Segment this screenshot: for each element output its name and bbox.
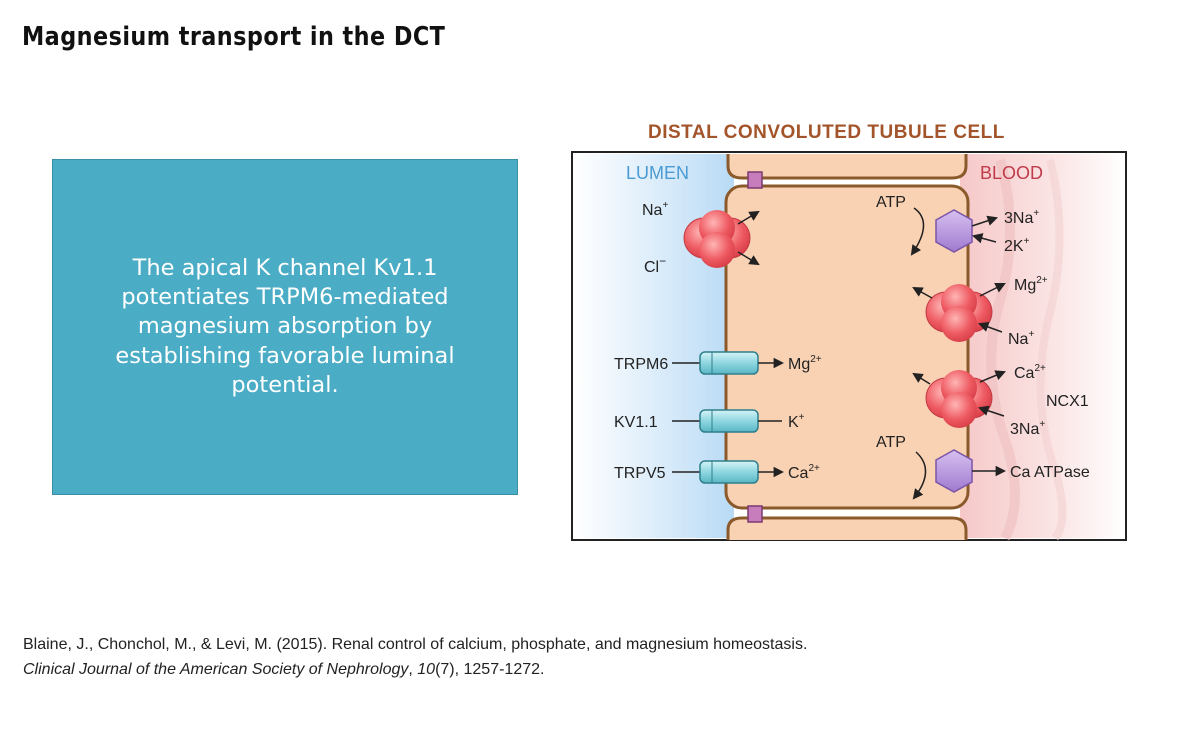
- tight-junction-bottom: [747, 505, 763, 523]
- dct-cell-body: [724, 184, 970, 510]
- channel-row-trpv5: TRPV5 Ca2+: [614, 460, 820, 484]
- blood-label: BLOOD: [980, 163, 1043, 183]
- ca-out-arrow: [979, 370, 1006, 383]
- channel-label: TRPV5: [614, 465, 666, 482]
- atp-top-arrow: [910, 207, 925, 256]
- figure-title: DISTAL CONVOLUTED TUBULE CELL: [648, 122, 1005, 143]
- ncc-cotransporter: [683, 210, 751, 268]
- na-label: Na+: [642, 200, 668, 219]
- na-out-label: 3Na+: [1004, 208, 1039, 227]
- atp-bottom-label: ATP: [876, 434, 906, 451]
- ca-out-label: Ca2+: [1014, 363, 1046, 382]
- summary-text: The apical K channel Kv1.1 potentiates T…: [115, 254, 455, 398]
- tight-junction-top: [747, 171, 763, 189]
- citation-volume: 10: [417, 661, 436, 678]
- channel-row-kv11: KV1.1 K+: [614, 409, 805, 433]
- citation-line-2: Clinical Journal of the American Society…: [23, 661, 545, 678]
- na-in-arrow: [978, 321, 1003, 333]
- mg-out-label: Mg2+: [1014, 275, 1048, 294]
- na-out-arrow: [971, 215, 998, 227]
- citation-line-1: Blaine, J., Chonchol, M., & Levi, M. (20…: [23, 636, 808, 653]
- channel-cylinder: [699, 460, 759, 484]
- ncx-na-arrow: [978, 405, 1005, 417]
- citation-journal: Clinical Journal of the American Society…: [23, 661, 409, 678]
- k-in-arrow: [971, 233, 997, 244]
- cl-arrow: [737, 251, 760, 266]
- channel-ion-label: Ca2+: [788, 463, 820, 482]
- lumen-label: LUMEN: [626, 163, 689, 183]
- ncx1-exchanger: [925, 370, 993, 428]
- neighbor-cell-top: [726, 154, 968, 180]
- mg-out-arrow: [979, 283, 1006, 297]
- blood-wave-1: [986, 158, 1020, 541]
- channel-ion-label: Mg2+: [788, 354, 822, 373]
- ncx1-label: NCX1: [1046, 393, 1089, 410]
- channel-cylinder: [699, 409, 759, 433]
- channel-label: KV1.1: [614, 414, 658, 431]
- channel-ion-label: K+: [788, 412, 805, 431]
- ca-atpase: [935, 449, 973, 493]
- citation-pages: (7), 1257-1272.: [435, 661, 545, 678]
- ncx-na-label: 3Na+: [1010, 419, 1045, 438]
- channel-row-trpm6: TRPM6 Mg2+: [614, 351, 822, 375]
- mg-in-arrow: [912, 286, 933, 299]
- cl-label: Cl−: [644, 254, 666, 276]
- k-in-label: 2K+: [1004, 236, 1030, 255]
- channel-label: TRPM6: [614, 356, 668, 373]
- slide-title: Magnesium transport in the DCT: [22, 22, 446, 52]
- na-in-label: Na+: [1008, 329, 1034, 348]
- dct-cell-diagram: DISTAL CONVOLUTED TUBULE CELL LUMEN BLOO…: [571, 122, 1127, 541]
- channel-cylinder: [699, 351, 759, 375]
- ca-atpase-label: Ca ATPase: [1010, 464, 1090, 481]
- nak-atpase: [935, 209, 973, 253]
- atp-bottom-arrow: [912, 451, 927, 500]
- neighbor-cell-bottom: [726, 516, 968, 540]
- mg-na-exchanger: [925, 284, 993, 342]
- ca-in-arrow: [912, 372, 931, 385]
- na-arrow: [737, 210, 760, 225]
- atp-top-label: ATP: [876, 194, 906, 211]
- blood-wave-2: [1036, 159, 1067, 541]
- summary-textbox: The apical K channel Kv1.1 potentiates T…: [52, 159, 518, 495]
- citation: Blaine, J., Chonchol, M., & Levi, M. (20…: [23, 632, 807, 682]
